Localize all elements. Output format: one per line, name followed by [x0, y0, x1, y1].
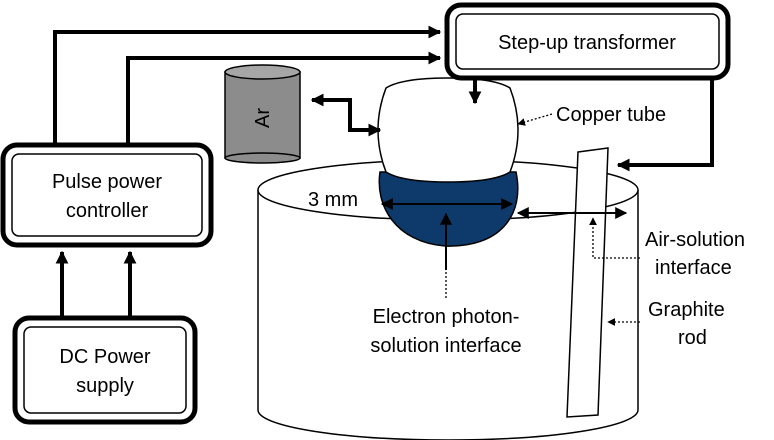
pulse-label-line1: Pulse power [52, 171, 162, 193]
wire-argon-to-tube [310, 93, 382, 137]
argon-label: Ar [252, 108, 274, 128]
leader-lines [445, 113, 640, 326]
electron-label-line1: Electron photon- [373, 306, 520, 328]
transformer-label: Step-up transformer [498, 32, 676, 54]
copper-tube-label: Copper tube [556, 104, 666, 126]
wires [53, 25, 714, 318]
graphite-label-line2: rod [678, 327, 707, 349]
air-solution-label-line1: Air-solution [645, 229, 745, 251]
wire-pulse-to-transformer-mid [126, 51, 442, 145]
dimension-arrows [380, 198, 628, 270]
air-solution-label-line2: interface [655, 257, 732, 279]
pulse-power-controller-box: Pulse power controller [0, 142, 214, 248]
graphite-label-line1: Graphite [648, 299, 725, 321]
dc-label-line1: DC Power [59, 346, 150, 368]
dc-power-supply-box: DC Power supply [12, 315, 198, 425]
gap-label: 3 mm [308, 189, 358, 211]
argon-cylinder: Ar [224, 64, 301, 164]
copper-tube [377, 77, 519, 183]
dc-label-line2: supply [76, 375, 134, 397]
container-body [257, 190, 639, 440]
wire-pulse-to-transformer-top [53, 25, 442, 145]
electron-label-line2: solution interface [370, 335, 521, 357]
wire-transformer-to-rod [616, 78, 714, 172]
pulse-label-line2: controller [66, 200, 149, 222]
leader-copper-tube [517, 113, 553, 126]
leader-air-solution [589, 217, 640, 259]
step-up-transformer-box: Step-up transformer [444, 2, 731, 81]
